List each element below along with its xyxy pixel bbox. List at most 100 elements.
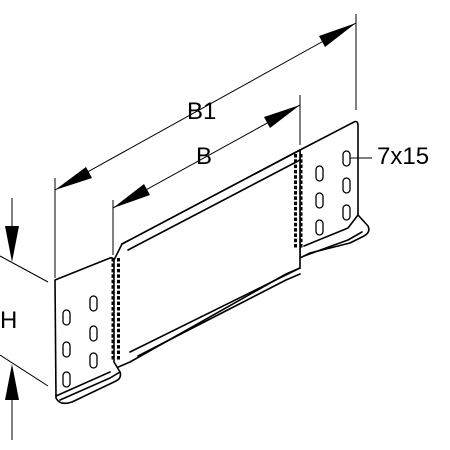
perforation-left-hole <box>111 345 115 349</box>
perforation-right-hole <box>299 206 303 211</box>
perforation-right-hole <box>299 154 303 158</box>
perforation-right-hole <box>294 233 297 237</box>
perforation-right-hole <box>294 164 297 169</box>
dimension-h <box>0 198 49 440</box>
perforation-right-hole <box>299 185 303 190</box>
perforation-left-hole <box>117 301 120 306</box>
perforation-right-hole <box>294 191 297 195</box>
perforation-left-hole <box>111 268 115 273</box>
slot-right-4 <box>342 150 351 167</box>
perforation-right-hole <box>299 164 303 169</box>
perforation-left-hole <box>111 312 115 316</box>
b-arrow-right <box>264 105 300 128</box>
slot-right-2 <box>315 192 324 209</box>
perforation-left-hole <box>111 263 115 267</box>
slot-left-2 <box>62 341 71 358</box>
perforation-right-hole <box>299 159 303 163</box>
perforation-left-hole <box>117 334 120 338</box>
perforation-left-hole <box>117 263 120 267</box>
perforation-left-hole <box>117 339 120 344</box>
left-plate-slots <box>62 295 98 388</box>
perforation-left-hole <box>111 317 115 322</box>
perforation-left-hole <box>111 339 115 344</box>
perforation-right-hole <box>294 185 297 190</box>
perforation-row-left <box>111 258 120 360</box>
perforation-right-hole <box>299 169 303 174</box>
connector-plate <box>112 149 301 369</box>
slot-right-1 <box>315 165 324 182</box>
slot-right-5 <box>342 177 351 194</box>
perforation-left-hole <box>117 312 120 316</box>
right-end-plate <box>299 120 370 259</box>
b1-dimension-line <box>54 22 357 191</box>
perforation-right-hole <box>294 238 297 243</box>
perforation-left-hole <box>117 317 120 322</box>
perforation-right-hole <box>294 154 297 158</box>
perforation-left-hole <box>117 285 120 289</box>
perforation-right-hole <box>294 175 297 179</box>
perforation-right-hole <box>294 180 297 184</box>
perforation-right-hole <box>299 244 303 248</box>
label-slot-size: 7x15 <box>377 143 429 170</box>
perforation-left-hole <box>111 285 115 289</box>
perforation-left-hole <box>111 290 115 295</box>
right-plate-slots <box>315 150 351 236</box>
perforation-right-hole <box>299 212 303 216</box>
perforation-right-hole <box>294 212 297 216</box>
perforation-right-hole <box>294 169 297 174</box>
perforation-left-hole <box>111 350 115 355</box>
perforation-left-hole <box>111 274 115 278</box>
perforation-left-hole <box>111 356 115 360</box>
perforation-right-hole <box>299 180 303 184</box>
label-h: H <box>0 307 17 334</box>
perforation-right-hole <box>299 201 303 206</box>
perforation-left-hole <box>111 307 115 311</box>
slot-left-4 <box>89 295 98 312</box>
perforation-left-hole <box>117 279 120 284</box>
slot-left-5 <box>89 325 98 342</box>
perforation-left-hole <box>117 307 120 311</box>
slot-right-6 <box>342 204 351 221</box>
perforation-left-hole <box>117 268 120 273</box>
h-arrow-top <box>5 226 19 262</box>
slot-left-1 <box>62 309 71 326</box>
perforation-left-hole <box>111 301 115 306</box>
perforation-right-hole <box>294 244 297 248</box>
perforation-right-hole <box>299 222 303 227</box>
perforation-right-hole <box>294 206 297 211</box>
label-b: B <box>196 143 212 170</box>
b1-arrow-left <box>55 167 92 190</box>
perforation-left-hole <box>117 296 120 300</box>
h-extension-bottom <box>0 354 49 387</box>
h-arrow-bottom <box>5 364 19 400</box>
label-b1: B1 <box>187 98 216 125</box>
dimension-b <box>112 95 301 255</box>
perforation-right-hole <box>294 159 297 163</box>
perforation-right-hole <box>294 228 297 232</box>
perforation-right-hole <box>299 228 303 232</box>
perforation-right-hole <box>299 217 303 222</box>
perforation-left-hole <box>111 323 115 327</box>
perforation-right-hole <box>299 191 303 195</box>
perforation-right-hole <box>299 175 303 179</box>
perforation-left-hole <box>111 258 115 262</box>
perforation-right-hole <box>294 222 297 227</box>
slot-left-3 <box>62 371 71 388</box>
b1-arrow-right <box>319 23 356 47</box>
perforation-left-hole <box>117 328 120 333</box>
h-extension-top <box>0 255 49 283</box>
b-arrow-left <box>113 184 150 208</box>
slot-left-6 <box>89 352 98 369</box>
perforation-right-hole <box>294 217 297 222</box>
perforation-right-hole <box>294 196 297 200</box>
perforation-right-hole <box>294 201 297 206</box>
perforation-left-hole <box>111 296 115 300</box>
perforation-right-hole <box>299 238 303 243</box>
perforation-left-hole <box>117 290 120 295</box>
dimension-b1 <box>54 14 357 278</box>
perforation-row-right <box>294 154 303 248</box>
perforation-right-hole <box>299 233 303 237</box>
perforation-left-hole <box>117 323 120 327</box>
